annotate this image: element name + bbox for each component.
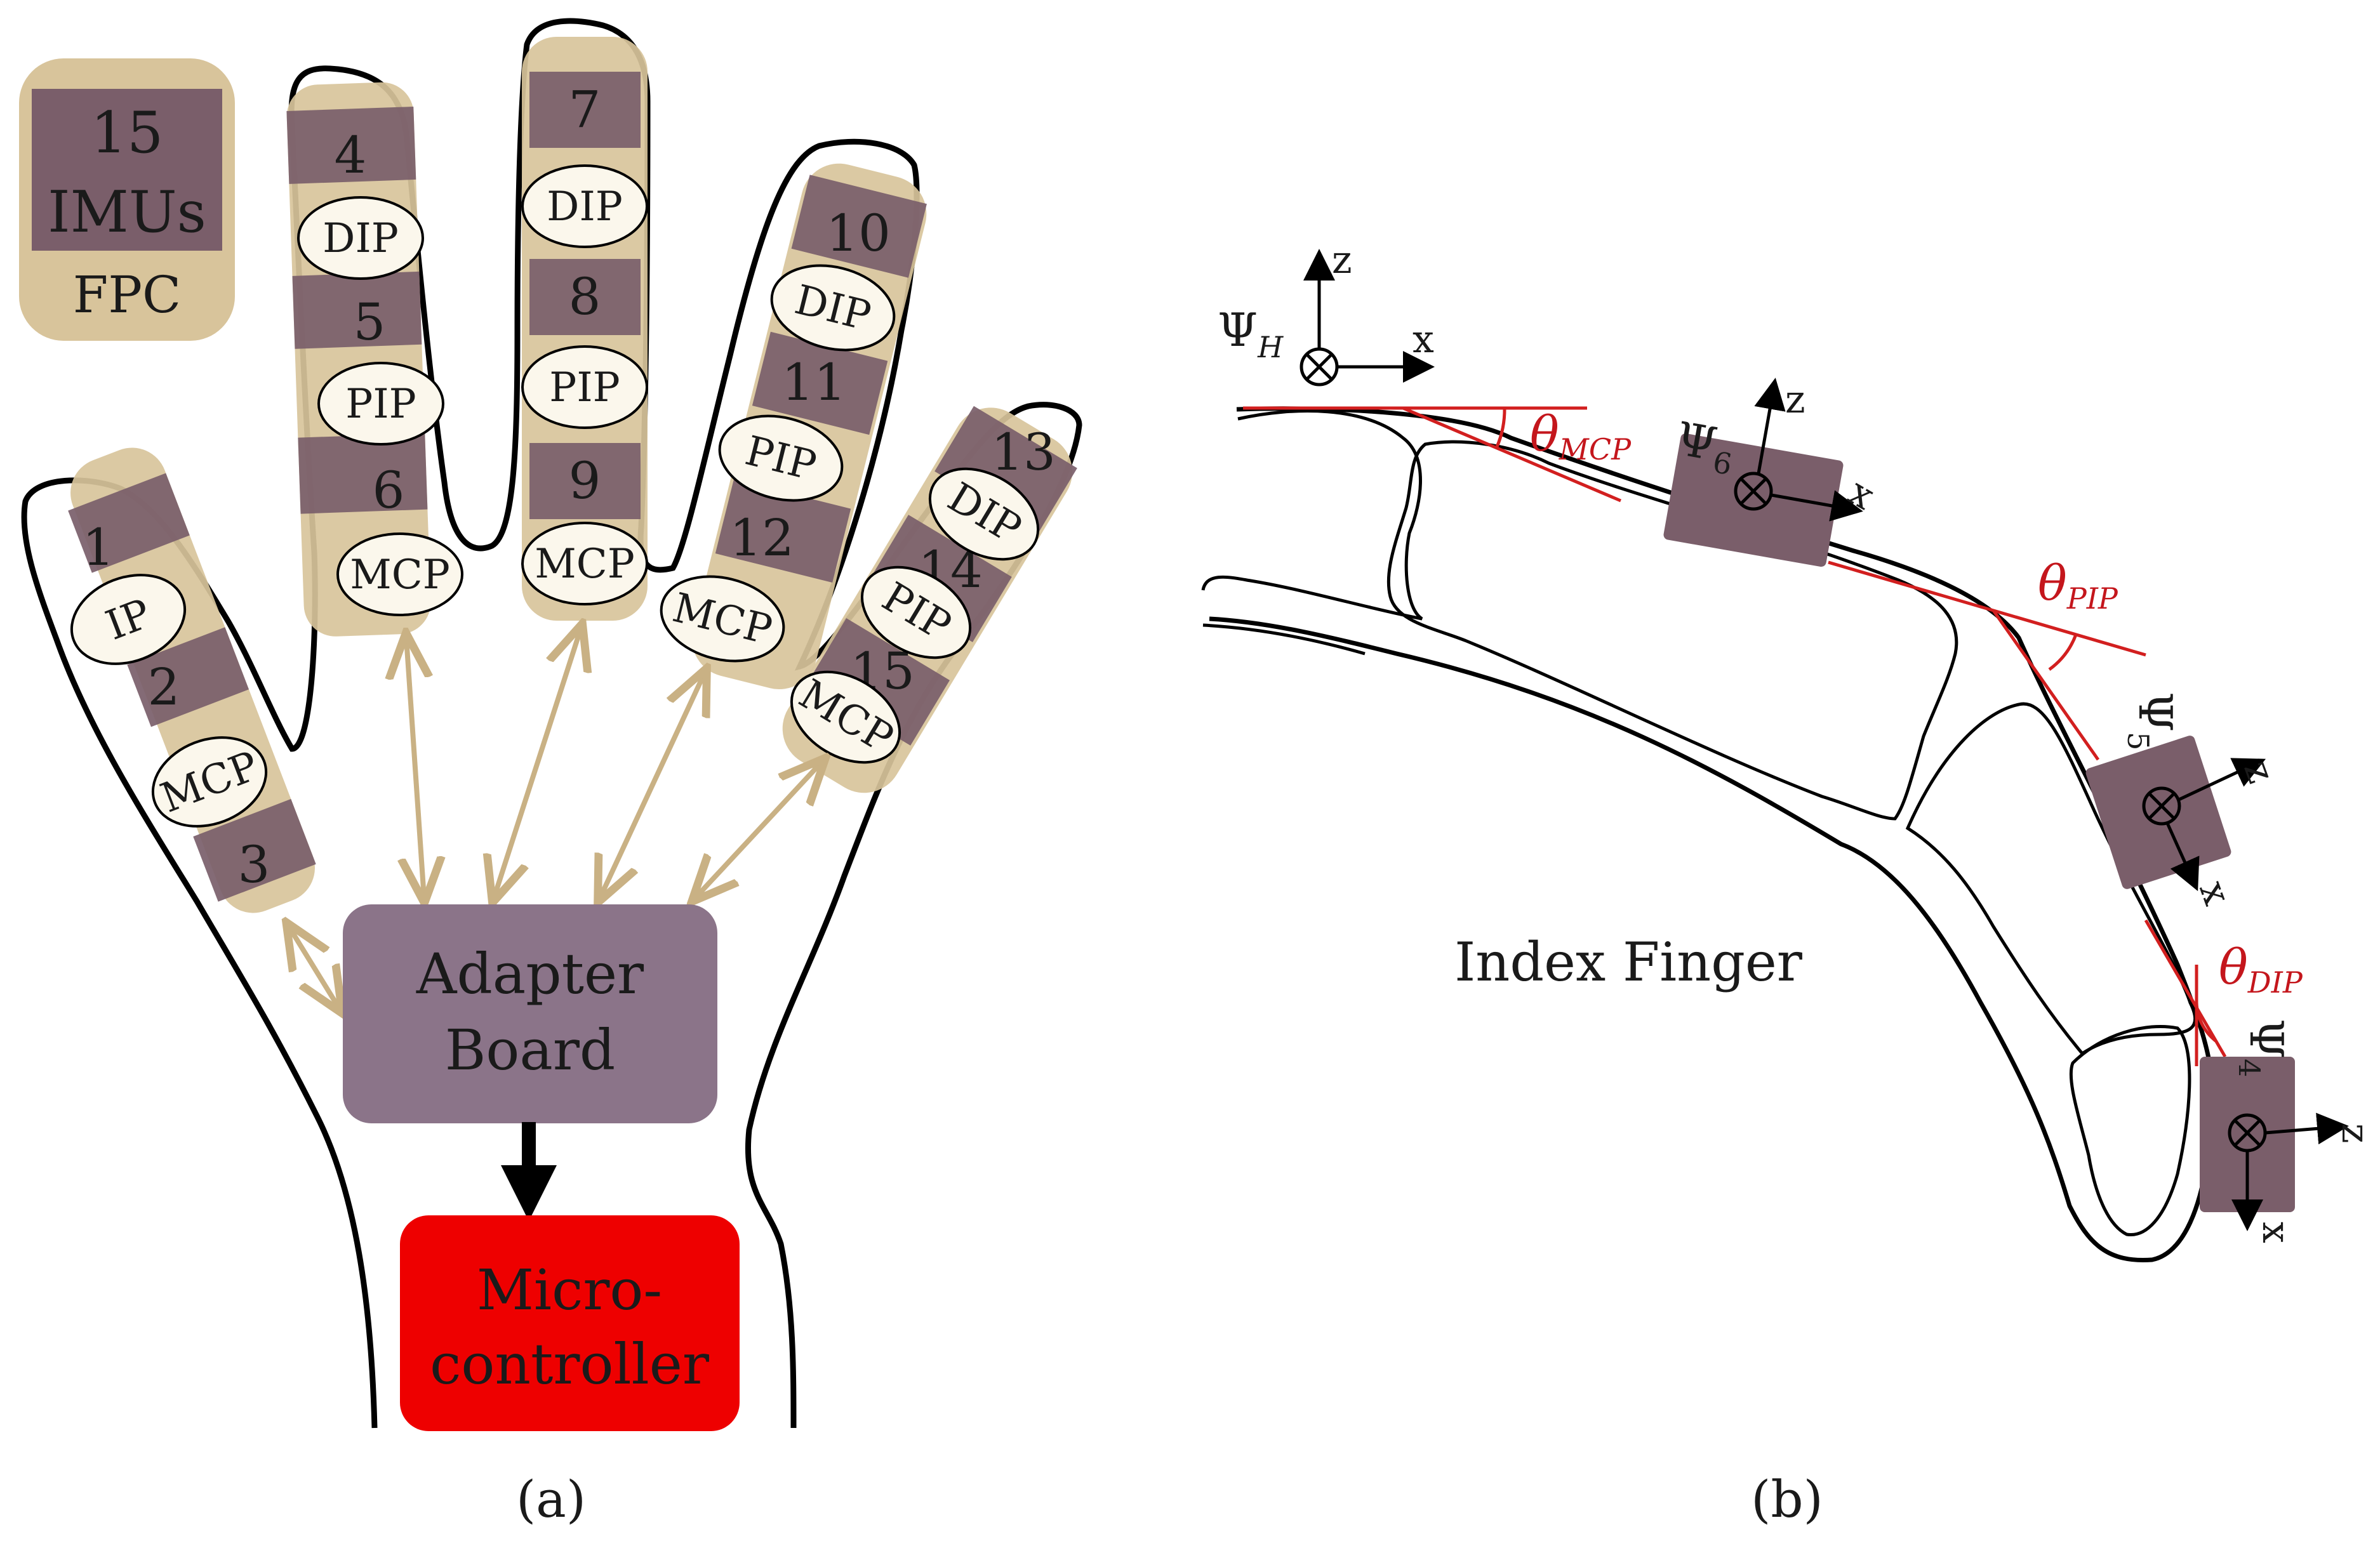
angle-lines (1243, 406, 2227, 1066)
axis-x-label: x (2190, 875, 2239, 911)
coordinate-frames (1300, 249, 2349, 1231)
imu-number: 1 (83, 518, 115, 577)
caption-b: (b) (1751, 1470, 1823, 1529)
joint-label-dip: DIP (547, 183, 623, 230)
microcontroller: Micro- controller (400, 1215, 740, 1431)
axis-x-label: x (2254, 1222, 2298, 1243)
legend-unit: IMUs (48, 179, 206, 246)
imu-legend: 15 IMUs FPC (19, 58, 235, 341)
joint-label-mcp: MCP (350, 552, 450, 598)
imu-number: 9 (569, 451, 601, 510)
axis-x-label: x (1841, 470, 1882, 519)
angle-label-pip: θPIP (2038, 555, 2118, 616)
thumb-strip (68, 447, 316, 913)
axis-z-label: z (2235, 755, 2284, 789)
frame-label-s4: Ψ4 (2232, 1019, 2293, 1077)
imu-number: 2 (148, 657, 180, 717)
angle-label-dip: θDIP (2219, 939, 2303, 1000)
joint-label-dip: DIP (322, 215, 399, 262)
panel-b-title: Index Finger (1454, 931, 1803, 993)
imu-number: 12 (729, 508, 794, 567)
axis-x-label: x (1413, 317, 1434, 362)
sensor-pads (1663, 433, 2295, 1212)
joint-label-pip: PIP (549, 364, 620, 411)
connection-arrows (289, 628, 822, 1009)
microcontroller-line2: controller (430, 1331, 710, 1397)
axis-z-label: z (2333, 1123, 2377, 1144)
axis-z-label: z (1785, 378, 1805, 422)
adapter-board-line1: Adapter (416, 941, 644, 1007)
joint-ellipses (70, 164, 1040, 828)
panel-b: z x z x z x z x ΨH Ψ6 Ψ5 Ψ4 θMCP θPIP θD… (1201, 238, 2377, 1529)
imu-number: 11 (781, 353, 846, 412)
frame-label-s5: Ψ5 (2121, 692, 2182, 750)
microcontroller-line1: Micro- (477, 1257, 662, 1323)
imu-number: 6 (373, 461, 405, 520)
caption-a: (a) (516, 1470, 586, 1529)
adapter-board-line2: Board (445, 1017, 616, 1083)
imu-number: 3 (238, 835, 270, 894)
imu-number: 4 (335, 126, 367, 185)
imu-number: 7 (569, 80, 601, 139)
imu-number: 13 (991, 423, 1056, 482)
imu-number: 10 (826, 204, 891, 263)
legend-count: 15 (91, 100, 164, 166)
imu-number: 5 (354, 293, 386, 352)
legend-fpc: FPC (73, 265, 182, 324)
imu-number: 8 (569, 267, 601, 326)
joint-label-mcp: MCP (535, 541, 635, 588)
frame-label-hand: ΨH (1218, 303, 1284, 364)
panel-a: 1 2 3 4 5 6 7 8 9 10 11 12 13 14 15 (19, 18, 1082, 1529)
joint-label-pip: PIP (345, 381, 416, 428)
angle-label-mcp: θMCP (1530, 406, 1632, 466)
adapter-board: Adapter Board (343, 904, 717, 1123)
axis-z-label: z (1332, 238, 1352, 282)
